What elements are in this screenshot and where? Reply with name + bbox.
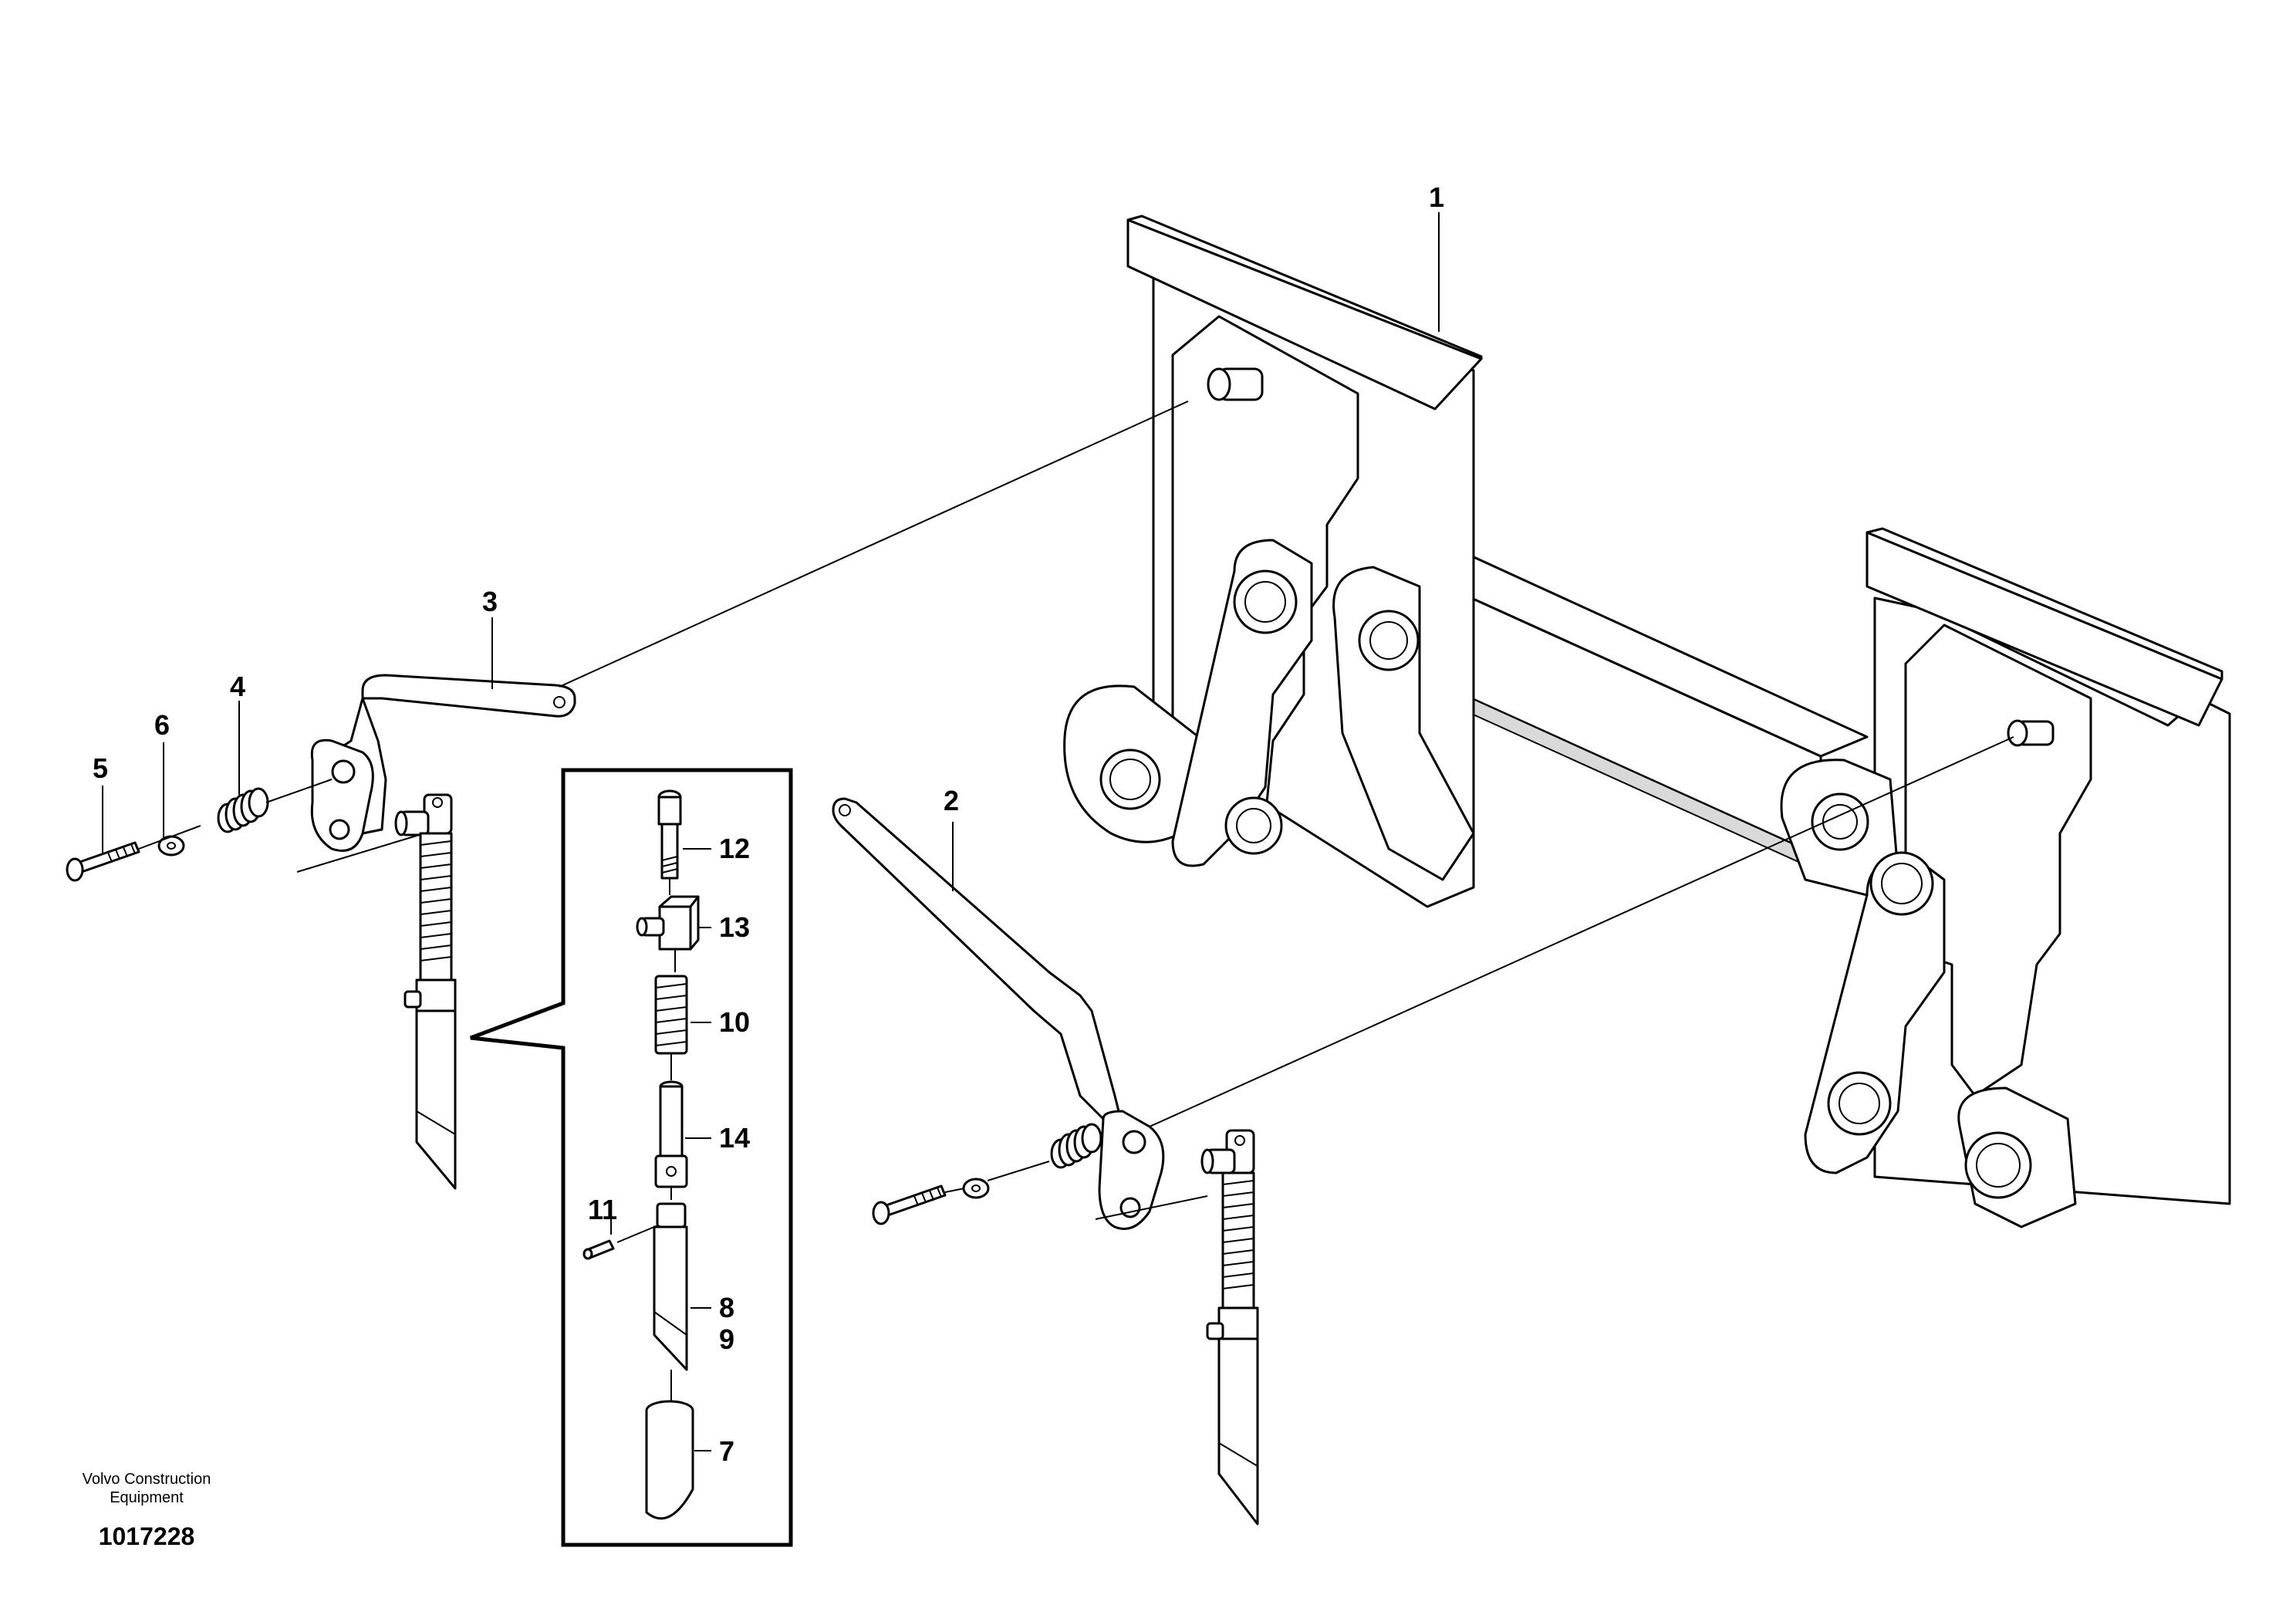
publisher-line-2: Equipment (110, 1489, 184, 1506)
screw-12 (657, 789, 682, 880)
bushing-7 (645, 1400, 694, 1520)
block-13 (636, 895, 700, 951)
inset-detail (470, 768, 793, 1547)
callout-1: 1 (1429, 181, 1444, 213)
right-lever-assembly (832, 797, 1259, 1526)
publisher-line-1: Volvo Construction (83, 1471, 211, 1488)
pin-11 (582, 1239, 615, 1260)
callout-13: 13 (719, 911, 750, 943)
callout-7: 7 (719, 1435, 734, 1467)
exploded-view-lines (559, 400, 2014, 1127)
callout-5: 5 (93, 752, 108, 784)
callout-labels: 1 2 3 4 5 6 7 8 9 10 11 12 13 14 (93, 181, 1444, 1467)
callout-12: 12 (719, 833, 750, 864)
pin-spring-right (1221, 1171, 1255, 1313)
spring-right (1050, 1123, 1102, 1169)
callout-8: 8 (719, 1292, 734, 1323)
attachment-frame-part-1 (1063, 215, 2231, 1228)
callout-3: 3 (482, 586, 498, 617)
callout-6: 6 (154, 709, 170, 741)
spring-10 (654, 975, 688, 1055)
callout-4: 4 (230, 671, 245, 702)
callout-2: 2 (944, 785, 959, 816)
figure-number: 1017228 (99, 1522, 195, 1550)
callout-leaders (102, 212, 1440, 891)
callout-14: 14 (719, 1122, 750, 1154)
left-lever-assembly (66, 674, 576, 1190)
sleeve-14 (654, 1080, 688, 1188)
callout-9: 9 (719, 1323, 734, 1355)
pin-spring-left (419, 832, 453, 989)
callout-10: 10 (719, 1006, 750, 1038)
figure-footer: Volvo Construction Equipment 1017228 (83, 1471, 211, 1550)
callout-11: 11 (588, 1194, 617, 1225)
spring-4 (217, 787, 269, 833)
latch-pin-8-9 (653, 1202, 688, 1371)
bolt-5 (66, 841, 140, 882)
